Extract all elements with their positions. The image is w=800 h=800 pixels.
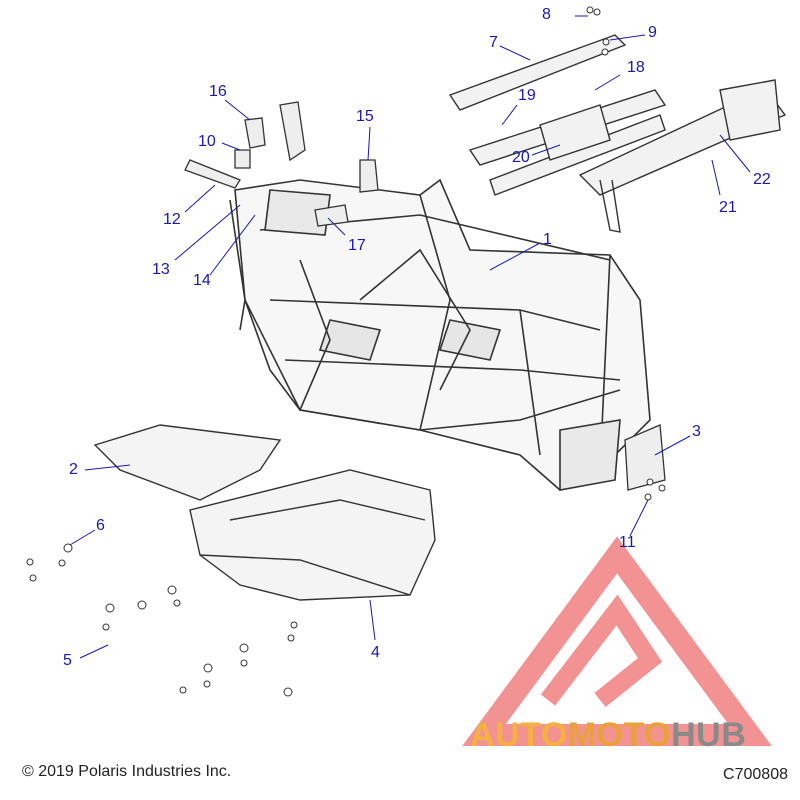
callout-12: 12 [163, 211, 181, 228]
copyright-text: © 2019 Polaris Industries Inc. [22, 763, 232, 780]
callout-7: 7 [489, 34, 498, 51]
callout-5: 5 [63, 652, 72, 669]
callout-10: 10 [198, 133, 216, 150]
callout-2: 2 [69, 461, 78, 478]
rear-rails [448, 34, 787, 233]
leader-lines [69, 15, 751, 659]
callout-3: 3 [692, 423, 701, 440]
callout-4: 4 [371, 644, 380, 661]
callout-8: 8 [542, 6, 551, 23]
callout-18: 18 [627, 59, 645, 76]
callout-19: 19 [518, 87, 536, 104]
callout-9: 9 [648, 24, 657, 41]
callout-6: 6 [96, 517, 105, 534]
watermark-part-moto: MOTO [567, 716, 672, 754]
watermark-triangle-logo [462, 536, 772, 746]
callout-17: 17 [348, 237, 366, 254]
callout-20: 20 [512, 149, 530, 166]
watermark-part-hub: HUB [671, 716, 747, 754]
watermark-part-auto: AUTO [470, 716, 568, 754]
watermark-wordmark: AUTOMOTOHUB [470, 716, 746, 755]
callout-16: 16 [209, 83, 227, 100]
callout-15: 15 [356, 108, 374, 125]
diagram-code: C700808 [723, 766, 788, 783]
callout-14: 14 [193, 272, 211, 289]
main-frame [229, 178, 651, 491]
callout-22: 22 [753, 171, 771, 188]
skid-plates [93, 424, 436, 601]
callout-13: 13 [152, 261, 170, 278]
callout-21: 21 [719, 199, 737, 216]
callout-1: 1 [543, 231, 552, 248]
callout-11: 11 [619, 534, 636, 551]
brackets [184, 101, 666, 491]
